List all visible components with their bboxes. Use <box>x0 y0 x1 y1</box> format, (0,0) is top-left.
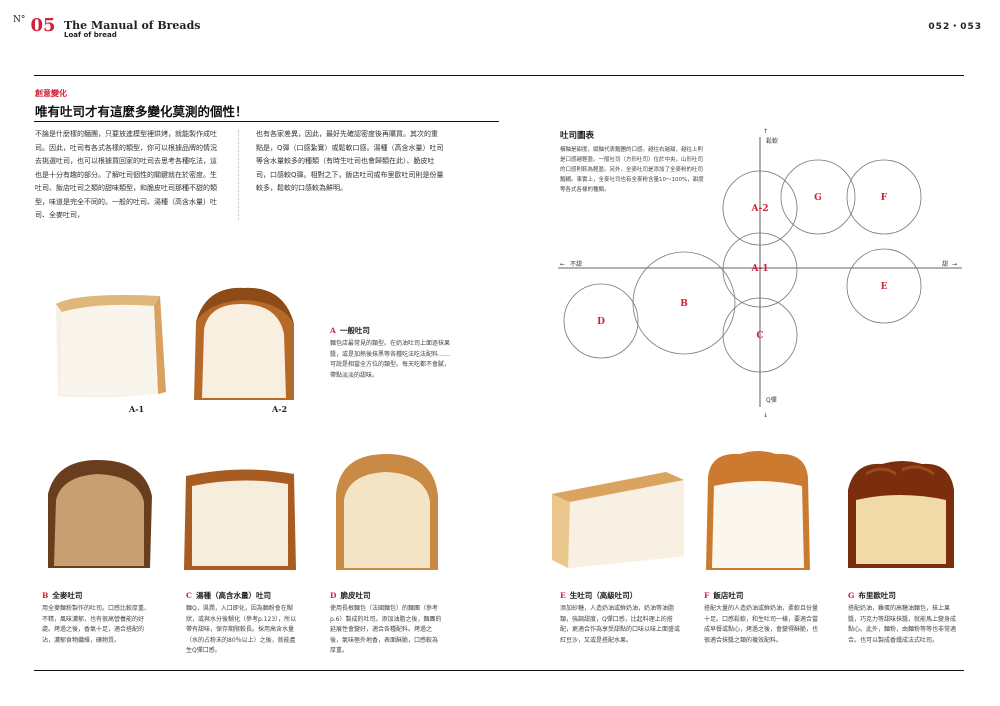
axis-right-arrow: → <box>952 261 957 268</box>
top-rule <box>34 75 964 76</box>
label-c: C <box>756 331 763 341</box>
caption-c-letter: C <box>186 591 192 600</box>
label-e: E <box>881 282 888 292</box>
caption-a-text: 麵包店最常見的類型。在奶油吐司上面逐抹果醬，或是加熱後抹黑等各種吃法吃法配料……… <box>330 340 451 379</box>
caption-a-title-text: 一般吐司 <box>339 326 370 335</box>
axis-down-arrow: ↓ <box>763 412 768 419</box>
issue-prefix: N° <box>13 15 26 25</box>
intro-column-1: 不論是什麼樣的麵團，只要放進模型裡烘烤，就能製作成吐司。因此，吐司有各式各樣的類… <box>35 130 217 219</box>
axis-left-label: 不甜 <box>570 260 582 268</box>
label-b: B <box>680 299 688 309</box>
bread-a1-label: A-1 <box>129 404 145 414</box>
caption-b-text: 用全麥麵粉製作的吐司。口感比較厚重、不精，風味濃郁，也有很高營養能的好處。烤過之… <box>42 605 151 644</box>
bottom-rule <box>34 670 964 671</box>
section-tag: 創意變化 <box>35 89 67 98</box>
bread-b-photo <box>48 460 152 568</box>
chart-description: 橫軸是甜度，縱軸代表麵團的口感。越往右越甜，越往上則是口感越輕盈。一般吐司（方形… <box>560 147 704 193</box>
caption-c-title-text: 湯種（高含水量）吐司 <box>195 591 271 600</box>
axis-right-label: 甜 <box>942 260 948 268</box>
label-d: D <box>597 317 605 327</box>
intro-column-2: 也有各家差異，因此，最好先確認密度後再購買。其次的重點是，Q彈（口感紮實）或鬆軟… <box>256 130 444 192</box>
bread-e-photo <box>552 472 684 568</box>
caption-e-text: 添加砂糖，人造奶油或鮮奶油，奶油等油脂類，強調甜度，Q彈口感，比起料理上的搭配，… <box>560 605 681 644</box>
axis-left-arrow: ← <box>560 261 565 268</box>
label-f: F <box>881 193 888 203</box>
label-a2: A-2 <box>751 204 769 214</box>
circle-f <box>846 159 922 235</box>
bread-g-photo <box>848 461 954 568</box>
caption-b-title-text: 全麥吐司 <box>52 591 83 600</box>
caption-g-letter: G <box>848 591 855 600</box>
caption-e-letter: E <box>560 591 566 600</box>
caption-d-title-text: 脆皮吐司 <box>340 591 371 600</box>
circle-g <box>780 159 856 235</box>
magazine-subtitle: Loaf of bread <box>64 31 117 39</box>
bread-a2-label: A-2 <box>272 404 288 414</box>
caption-d-letter: D <box>330 591 337 600</box>
circle-c <box>722 297 798 373</box>
caption-e-title-text: 生吐司（高級吐司） <box>569 591 638 600</box>
bread-a1-photo <box>56 295 166 398</box>
axis-up-arrow: ↑ <box>763 128 768 135</box>
headline-rule <box>34 121 499 122</box>
caption-b-letter: B <box>42 591 49 600</box>
label-a1: A-1 <box>751 264 769 274</box>
caption-g-title-text: 布里歐吐司 <box>858 591 896 600</box>
caption-f-letter: F <box>704 591 710 600</box>
page-numbers: 052・053 <box>928 22 982 32</box>
caption-c-text: 麵Q，濕潤，入口即化，因為麵粉會在糊狀，或與水分後糊化（參考p.123），所以帶… <box>186 605 297 654</box>
section-headline: 唯有吐司才有這麼多變化莫測的個性！ <box>35 104 248 119</box>
axis-top-label: 鬆軟 <box>766 137 778 145</box>
caption-f-title-text: 飯店吐司 <box>713 591 744 600</box>
label-g: G <box>814 193 822 203</box>
chart-title: 吐司圖表 <box>560 131 595 141</box>
circle-d <box>563 283 639 359</box>
bread-chart: A-2 G F A-1 B D E C ↑ 鬆軟 Q彈 ↓ ← 不甜 甜 → <box>558 128 962 419</box>
bread-d-photo <box>336 454 438 570</box>
bread-c-photo <box>184 469 296 570</box>
bread-a2-photo <box>194 287 294 400</box>
issue-number: N° 05 <box>13 15 56 36</box>
caption-d-text: 使用長根麵包（法國麵包）的麵團（參考p.6）製成的吐司。添加油脂之後，麵團的延展… <box>330 605 442 654</box>
column-divider <box>238 130 239 220</box>
axis-bottom-label: Q彈 <box>766 397 777 404</box>
circle-a2 <box>722 170 798 246</box>
caption-g-text: 搭配奶油，雞蛋的高糖油麵包，抹上果醬，巧克力等甜味抹醬，就能馬上變身成點心。此外… <box>848 605 957 644</box>
circle-e <box>846 248 922 324</box>
caption-a-letter: A <box>330 326 336 335</box>
bread-f-photo <box>706 451 810 570</box>
issue-number-value: 05 <box>30 15 56 36</box>
caption-f-text: 搭配大量的人造奶油或鮮奶油，柔軟且份量十足。口感鬆軟，和生吐司一樣，要適合當成早… <box>704 605 819 644</box>
magazine-title: The Manual of Breads <box>64 19 201 32</box>
